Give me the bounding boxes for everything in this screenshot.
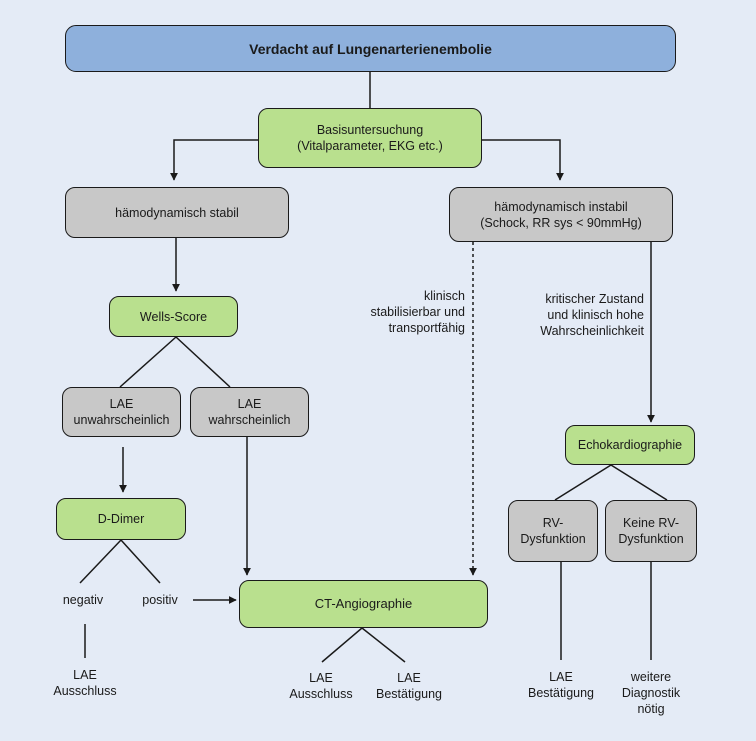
- line-echo-to-rv: [554, 464, 612, 501]
- wells-score-box: Wells-Score: [109, 296, 238, 337]
- line-echo-to-keine-rv: [610, 464, 668, 501]
- klinisch-stabilisierbar-label: klinisch stabilisierbar und transportfäh…: [370, 289, 466, 335]
- ddimer-ausschluss-label: LAE Ausschluss: [53, 668, 117, 698]
- rv-bestaetigung-label: LAE Bestätigung: [527, 670, 595, 700]
- rv-dysfunktion-box: RV- Dysfunktion: [508, 500, 598, 562]
- kritischer-zustand-label: kritischer Zustand und klinisch hohe Wah…: [540, 292, 644, 338]
- positiv-label: positiv: [142, 593, 178, 607]
- echokardiographie-box: Echokardiographie: [565, 425, 695, 465]
- title-box: Verdacht auf Lungenarterienembolie: [65, 25, 676, 72]
- line-ddimer-to-negativ: [79, 539, 122, 584]
- lae-unwahrscheinlich-box: LAE unwahrscheinlich: [62, 387, 181, 437]
- negativ-label: negativ: [62, 593, 104, 607]
- d-dimer-box: D-Dimer: [56, 498, 186, 540]
- arrow-basis-to-stabil: [170, 139, 258, 181]
- line-ct-to-ausschluss: [321, 627, 363, 663]
- line-ct-to-bestaetigung: [361, 627, 406, 663]
- haemodynamisch-instabil-box: hämodynamisch instabil (Schock, RR sys <…: [449, 187, 673, 242]
- lae-wahrscheinlich-box: LAE wahrscheinlich: [190, 387, 309, 437]
- weitere-diagnostik-label: weitere Diagnostik nötig: [621, 670, 681, 716]
- haemodynamisch-stabil-box: hämodynamisch stabil: [65, 187, 289, 238]
- basisuntersuchung-box: Basisuntersuchung (Vitalparameter, EKG e…: [258, 108, 482, 168]
- line-wells-to-wahr: [175, 336, 231, 388]
- line-ddimer-to-positiv: [120, 539, 161, 584]
- arrow-basis-to-instabil: [482, 139, 564, 181]
- line-wells-to-unwahr: [119, 336, 177, 388]
- keine-rv-dysfunktion-box: Keine RV- Dysfunktion: [605, 500, 697, 562]
- ct-bestaetigung-label: LAE Bestätigung: [375, 671, 443, 701]
- ct-angiographie-box: CT-Angiographie: [239, 580, 488, 628]
- ct-ausschluss-label: LAE Ausschluss: [289, 671, 353, 701]
